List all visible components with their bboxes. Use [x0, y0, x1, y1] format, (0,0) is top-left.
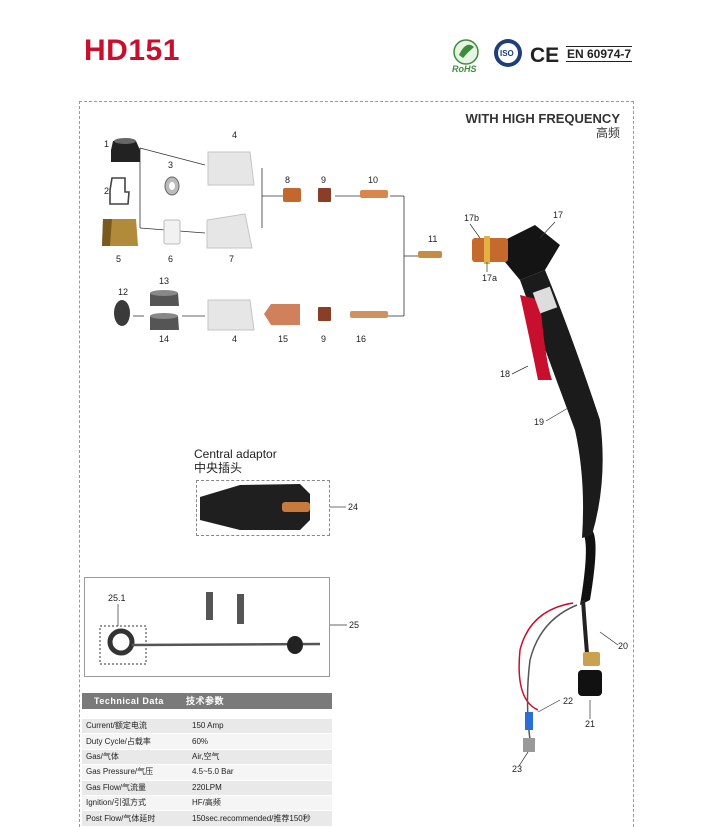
callout-2: 2	[104, 186, 109, 196]
callout-20: 20	[618, 641, 628, 651]
technical-data-title: Technical Data	[94, 696, 164, 706]
spec-value: 150sec.recommended/推荐150秒	[188, 810, 332, 827]
hf-label: WITH HIGH FREQUENCY 高频	[465, 111, 620, 141]
technical-data-title-cn: 技术参数	[186, 696, 225, 706]
callout-24: 24	[348, 502, 358, 512]
central-adaptor-title-en: Central adaptor	[194, 447, 277, 461]
callout-13: 13	[159, 276, 169, 286]
part-15-tip	[264, 304, 300, 325]
part-5-brass-cap	[102, 219, 138, 246]
callout-10: 10	[368, 175, 378, 185]
diagram-frame	[79, 101, 634, 827]
spec-value: Air,空气	[188, 749, 332, 766]
callout-22: 22	[563, 696, 573, 706]
part-9-electrode-top	[318, 188, 331, 202]
spec-value: 60%	[188, 733, 332, 750]
callout-6: 6	[168, 254, 173, 264]
callout-17a: 17a	[482, 273, 497, 283]
callout-4-bottom: 4	[232, 334, 237, 344]
part-14-nozzle	[150, 313, 179, 330]
hf-label-cn: 高频	[595, 126, 620, 140]
callout-15: 15	[278, 334, 288, 344]
central-adaptor-title-cn: 中央插头	[194, 461, 243, 475]
spec-key: Gas Pressure/气压	[82, 764, 188, 781]
callout-16: 16	[356, 334, 366, 344]
callout-leaders	[117, 221, 619, 767]
spec-value: 4.5~5.0 Bar	[188, 764, 332, 781]
callout-23: 23	[512, 764, 522, 774]
callout-18: 18	[500, 369, 510, 379]
part-8-tip	[283, 188, 301, 202]
central-adaptor-image	[200, 484, 310, 530]
callout-19: 19	[534, 417, 544, 427]
spec-key: Gas Flow/气流量	[82, 780, 188, 796]
callout-5: 5	[116, 254, 121, 264]
circle-cutting-kit	[99, 592, 321, 665]
callout-25-1: 25.1	[108, 593, 126, 603]
hf-label-en: WITH HIGH FREQUENCY	[465, 111, 620, 126]
part-1-shield-cap	[111, 138, 140, 162]
part-4-ceramic-nozzle-top	[207, 151, 255, 186]
spec-key: Ignition/引弧方式	[82, 795, 188, 812]
callout-8: 8	[285, 175, 290, 185]
part-11-diffuser	[418, 251, 442, 258]
iso-icon: ISO	[494, 39, 522, 67]
callout-4-top: 4	[232, 130, 237, 140]
part-10-electrode	[360, 190, 388, 198]
spec-key: Duty Cycle/占载率	[82, 733, 188, 750]
rohs-label: RoHS	[452, 64, 477, 74]
callout-7: 7	[229, 254, 234, 264]
part-16-electrode-long	[350, 311, 388, 318]
iso-label: ISO	[500, 49, 514, 58]
callout-9-top: 9	[321, 175, 326, 185]
ce-mark: CE	[530, 44, 559, 67]
central-adaptor-box	[196, 480, 330, 536]
standard-label: EN 60974-7	[566, 46, 633, 62]
callout-1: 1	[104, 139, 109, 149]
callout-9-bottom: 9	[321, 334, 326, 344]
part-13-nozzle	[150, 290, 179, 306]
part-callouts: 1 2 3 4 5 6 7 8 9 10 11 12 13 14 4 15 9 …	[104, 130, 628, 774]
part-9-electrode-bottom	[318, 307, 331, 321]
callout-3: 3	[168, 160, 173, 170]
spec-key: Gas/气体	[82, 749, 188, 766]
spec-value: 150 Amp	[188, 719, 332, 735]
part-6-insulator	[163, 219, 181, 245]
callout-12: 12	[118, 287, 128, 297]
spec-key: Current/额定电流	[82, 719, 188, 735]
callout-25: 25	[349, 620, 359, 630]
technical-data-header: Technical Data 技术参数	[82, 693, 332, 709]
torch-assembly	[472, 225, 603, 752]
callout-17b: 17b	[464, 213, 479, 223]
certification-logos: RoHS ISO CE	[452, 39, 559, 74]
spec-value: 220LPM	[188, 780, 332, 796]
part-7-ceramic-nozzle	[206, 213, 253, 249]
part-3-swirl-ring	[164, 176, 180, 196]
rohs-icon: RoHS	[452, 39, 479, 74]
part-4-ceramic-nozzle-bottom	[207, 299, 255, 331]
part-2-spacer	[109, 177, 130, 205]
callout-11: 11	[428, 234, 437, 244]
spec-value: HF/高频	[188, 795, 332, 812]
part-12-retaining-cap	[114, 300, 130, 326]
circle-cutting-kit-box	[84, 577, 330, 677]
callout-17: 17	[553, 210, 563, 220]
product-title: HD151	[84, 34, 180, 67]
spec-key: Post Flow/气体延时	[82, 810, 188, 827]
callout-14: 14	[159, 334, 169, 344]
central-adaptor-title: Central adaptor 中央插头	[194, 447, 277, 475]
callout-21: 21	[585, 719, 595, 729]
